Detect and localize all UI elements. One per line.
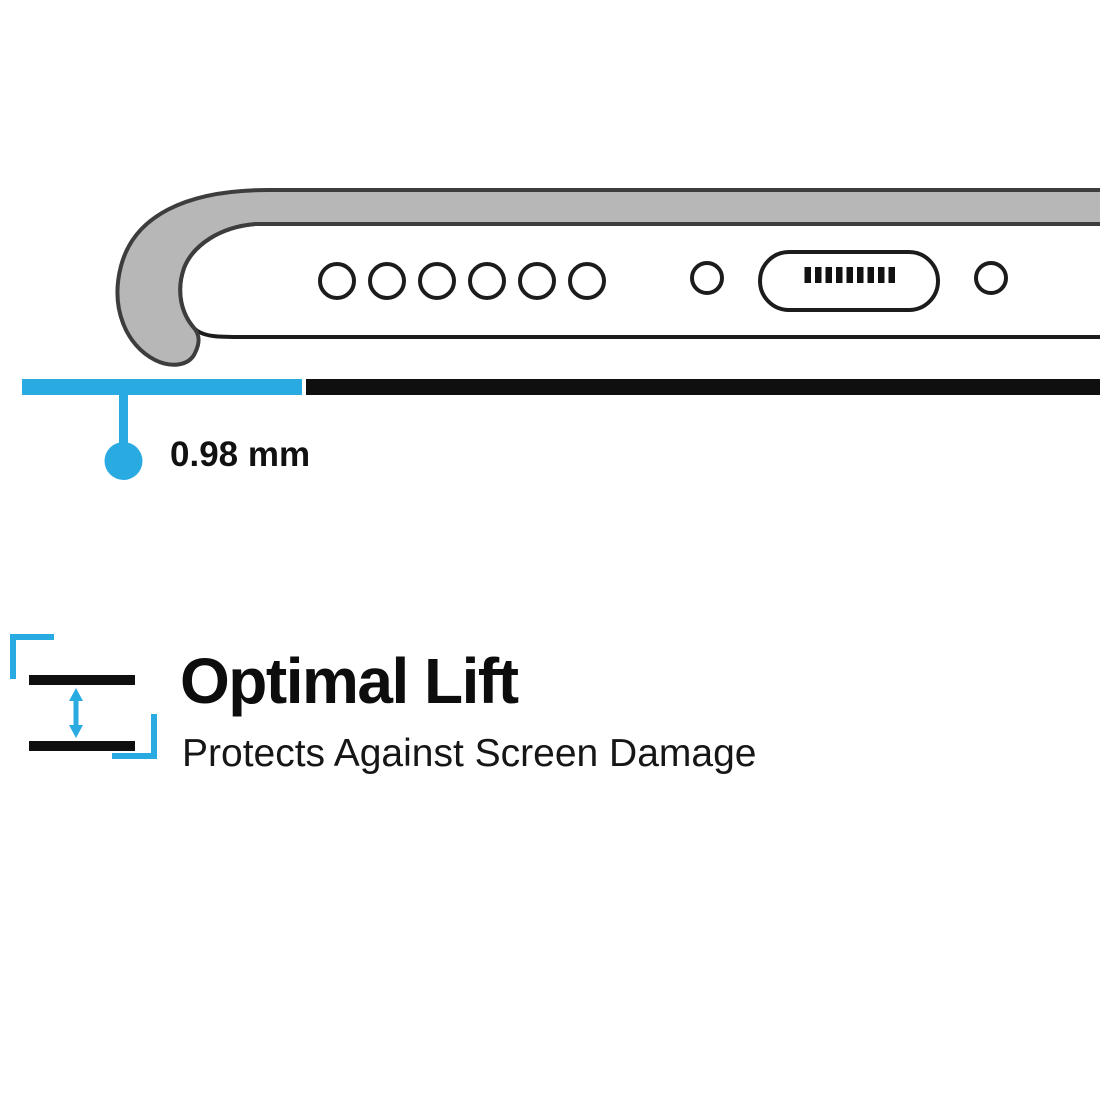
surface-bar-black [306,379,1100,395]
speaker-hole [368,262,406,300]
lift-measurement: 0.98 mm [22,379,1100,480]
case-rim [115,188,1100,367]
lift-icon [10,634,157,759]
lift-arrow-up-icon [69,688,83,701]
measurement-stem [119,395,128,445]
surface-bar-accent [22,379,302,395]
phone-illustration [115,188,1100,367]
speaker-hole [418,262,456,300]
speaker-hole [518,262,556,300]
charging-port-pins [804,267,895,283]
speaker-hole [318,262,356,300]
measurement-dot [104,442,143,480]
feature-title: Optimal Lift [180,645,519,717]
screen-bar-top [29,675,135,685]
screen-bar-bottom [29,741,135,751]
mic-hole-left [690,261,724,295]
bracket-bottom-right-icon [112,714,157,759]
mic-hole-right [974,261,1008,295]
measurement-label: 0.98 mm [170,435,310,474]
speaker-hole [568,262,606,300]
speaker-holes [318,262,606,300]
speaker-hole [468,262,506,300]
feature-subtitle: Protects Against Screen Damage [182,732,756,775]
lift-arrow-down-icon [69,725,83,738]
bracket-top-left-icon [10,634,54,679]
